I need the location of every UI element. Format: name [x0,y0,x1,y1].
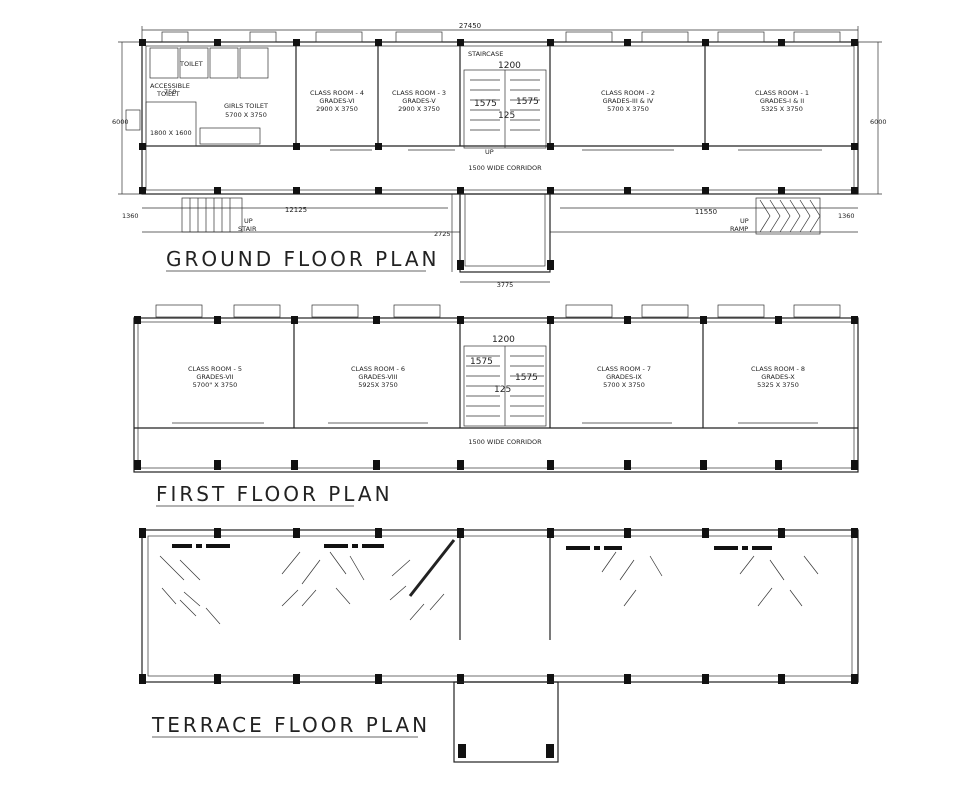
right-offset-label: 1360 [838,212,855,220]
room-c8-name: CLASS ROOM - 8 [751,365,805,373]
room-c6-name: CLASS ROOM - 6 [351,365,405,373]
room-c6-size: 5925X 3750 [358,381,398,389]
terrace-slope-arrows [159,539,819,625]
porch-width-label: 3775 [497,281,514,289]
terrace-floor-plan: TERRACE FLOOR PLAN [139,528,859,763]
porch [451,193,554,283]
terrace-drain-marks [172,544,772,550]
girls-toilet-size: 5700 X 3750 [225,111,267,119]
ramp-label: RAMP [730,225,748,233]
ground-windows [125,31,841,131]
terrace-columns [139,528,858,684]
room-c7-grade: GRADES-IX [606,373,642,381]
porch-depth-label: 2725 [434,230,451,238]
staircase-note: STAIRCASE [468,50,503,58]
ground-floor-title: GROUND FLOOR PLAN [166,247,439,271]
overall-width-label: 27450 [459,22,481,30]
first-stair-top-dim: 1200 [492,335,515,345]
room-c3-grade: GRADES-V [402,97,436,105]
room-c6-grade: GRADES-VIII [358,373,397,381]
ground-stair-right-dim: 1575 [516,97,539,107]
first-windows [155,304,841,318]
entry-stair-label: STAIR [238,225,257,233]
ground-entry-stair [181,197,243,233]
first-floor-title: FIRST FLOOR PLAN [156,482,393,506]
left-run-label: 12125 [285,206,307,214]
first-stair-left-dim: 1575 [470,357,493,367]
room-c3-name: CLASS ROOM - 3 [392,89,446,97]
room-c4-size: 2900 X 3750 [316,105,358,113]
ground-stair-left-dim: 1575 [474,99,497,109]
first-stair [463,345,547,427]
room-c2-size: 5700 X 3750 [607,105,649,113]
room-c8-size: 5325 X 3750 [757,381,799,389]
left-height-label: 6000 [112,118,129,126]
room-c1-name: CLASS ROOM - 1 [755,89,809,97]
first-corridor-label: 1500 WIDE CORRIDOR [468,438,542,446]
terrace-outer-wall [141,529,859,683]
ground-floor-plan: 27450 6000 6000 [112,22,887,289]
accessible-toilet-size: 1800 X 1600 [150,129,192,137]
room-c7-name: CLASS ROOM - 7 [597,365,651,373]
room-c2-name: CLASS ROOM - 2 [601,89,655,97]
ramp [755,197,821,235]
room-c4-grade: GRADES-VI [319,97,354,105]
ground-stair-mid-dim: 125 [498,111,515,121]
toilet-stall-label: TOILET [179,60,203,68]
room-c5-size: 5700" X 3750 [193,381,238,389]
room-c5-name: CLASS ROOM - 5 [188,365,242,373]
ground-columns [139,39,858,194]
ground-stair-top-dim: 1200 [498,61,521,71]
room-c1-grade: GRADES-I & II [760,97,804,105]
accessible-toilet-name: ACCESSIBLE [150,82,190,90]
ground-stair [463,69,547,149]
first-stair-right-dim: 1575 [515,373,538,383]
first-columns [134,316,858,470]
ground-corridor-label: 1500 WIDE CORRIDOR [468,164,542,172]
right-height-label: 6000 [870,118,887,126]
accessible-toilet-outline [145,101,197,147]
ground-stair-up: UP [485,148,494,156]
first-outer-wall [133,317,859,473]
first-floor-plan: 1200 1575 1575 125 1500 WIDE CORRIDOR CL… [133,304,859,507]
left-offset-label: 1360 [122,212,139,220]
terrace-stair-headroom [453,681,559,763]
first-stair-mid-dim: 125 [494,385,511,395]
room-c8-grade: GRADES-X [761,373,795,381]
entry-stair-up: UP [244,217,253,225]
room-c1-size: 5325 X 3750 [761,105,803,113]
girls-toilet-name: GIRLS TOILET [224,102,268,110]
room-c5-grade: GRADES-VII [196,373,233,381]
right-run-label: 11550 [695,208,717,216]
room-c3-size: 2900 X 3750 [398,105,440,113]
ramp-up: UP [740,217,749,225]
room-c2-grade: GRADES-III & IV [603,97,654,105]
terrace-floor-title: TERRACE FLOOR PLAN [151,713,430,737]
accessible-toilet-name2: TOILET [156,90,180,98]
dim-750: 750 [164,88,176,96]
room-c4-name: CLASS ROOM - 4 [310,89,364,97]
room-c7-size: 5700 X 3750 [603,381,645,389]
